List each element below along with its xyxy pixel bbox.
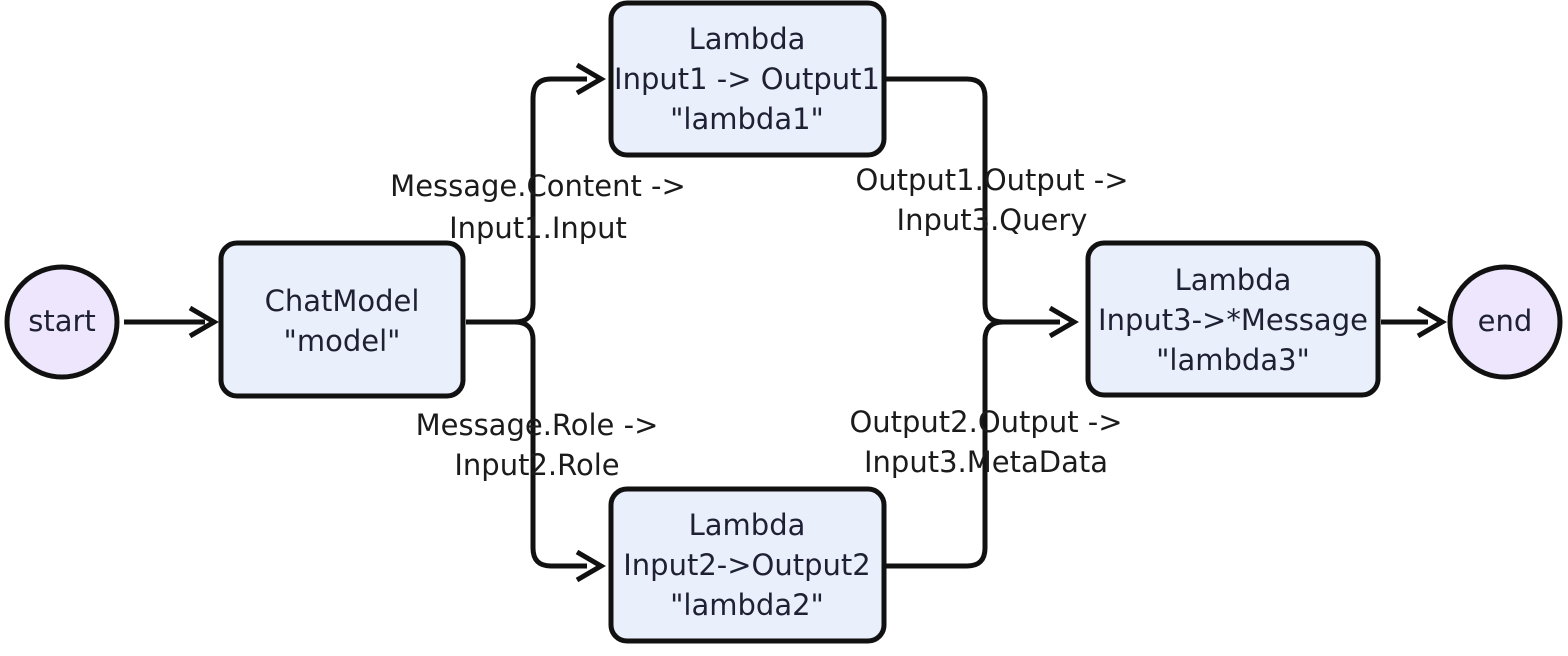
lambda2-box — [608, 486, 887, 644]
arrow-head-icon — [575, 62, 606, 96]
node-lambda3[interactable]: Lambda Input3->*Message "lambda3" — [1085, 240, 1381, 398]
edge-label-line-1: Message.Role -> — [416, 408, 659, 442]
lambda1-label-line-2: Input1 -> Output1 — [614, 62, 880, 96]
lambda2-label-line-3: "lambda2" — [670, 588, 824, 622]
edge-label-line-1: Message.Content -> — [390, 169, 686, 203]
edge-label-line-2: Input3.Query — [897, 203, 1088, 237]
edge-label-line-2: Input2.Role — [454, 448, 619, 482]
edge-label-line-1: Output2.Output -> — [849, 405, 1122, 439]
arrow-head-icon — [575, 549, 606, 583]
arrow-head-icon — [188, 305, 219, 339]
node-start[interactable]: start — [4, 264, 120, 380]
edge-lambda2-to-lambda3 — [884, 319, 1004, 569]
lambda1-label-line-1: Lambda — [689, 22, 806, 56]
lambda2-label-line-1: Lambda — [689, 508, 806, 542]
edge-start-to-model — [124, 305, 219, 339]
end-label: end — [1478, 304, 1533, 338]
edge-line — [514, 319, 587, 569]
lambda1-box — [608, 0, 887, 158]
lambda2-label-line-2: Input2->Output2 — [623, 548, 871, 582]
edge-label-model-to-lambda2: Message.Role -> Input2.Role — [416, 408, 659, 482]
edge-label-line-2: Input1.Input — [449, 211, 627, 245]
node-lambda1[interactable]: Lambda Input1 -> Output1 "lambda1" — [608, 0, 887, 158]
lambda1-label-line-3: "lambda1" — [670, 102, 824, 136]
arrow-head-icon — [1048, 305, 1079, 339]
edge-lambda1-to-lambda3 — [884, 76, 1004, 325]
end-circle — [1447, 264, 1563, 380]
model-box — [218, 240, 466, 399]
node-lambda2[interactable]: Lambda Input2->Output2 "lambda2" — [608, 486, 887, 644]
lambda3-box — [1085, 240, 1381, 398]
edge-model-to-lambda2 — [514, 319, 606, 583]
start-circle — [4, 264, 120, 380]
edge-label-lambda2-to-lambda3: Output2.Output -> Input3.MetaData — [849, 405, 1122, 479]
edge-label-lambda1-to-lambda3: Output1.Output -> Input3.Query — [855, 163, 1128, 237]
start-label: start — [28, 304, 96, 338]
edge-label-line-1: Output1.Output -> — [855, 163, 1128, 197]
lambda3-label-line-1: Lambda — [1175, 263, 1292, 297]
edge-line — [884, 76, 1004, 325]
lambda3-label-line-2: Input3->*Message — [1098, 303, 1368, 337]
edge-lambda3-to-end — [1381, 305, 1447, 339]
model-label-line-1: ChatModel — [265, 284, 420, 318]
edge-model-to-lambda1 — [514, 62, 606, 325]
node-end[interactable]: end — [1447, 264, 1563, 380]
arrow-head-icon — [1416, 305, 1447, 339]
model-label-line-2: "model" — [284, 324, 401, 358]
edge-line — [884, 319, 1004, 569]
node-model[interactable]: ChatModel "model" — [218, 240, 466, 399]
lambda3-label-line-3: "lambda3" — [1156, 343, 1310, 377]
edge-merge-to-lambda3 — [1000, 305, 1079, 339]
edge-label-model-to-lambda1: Message.Content -> Input1.Input — [390, 169, 686, 245]
edge-line — [514, 76, 587, 325]
edge-label-line-2: Input3.MetaData — [864, 445, 1108, 479]
